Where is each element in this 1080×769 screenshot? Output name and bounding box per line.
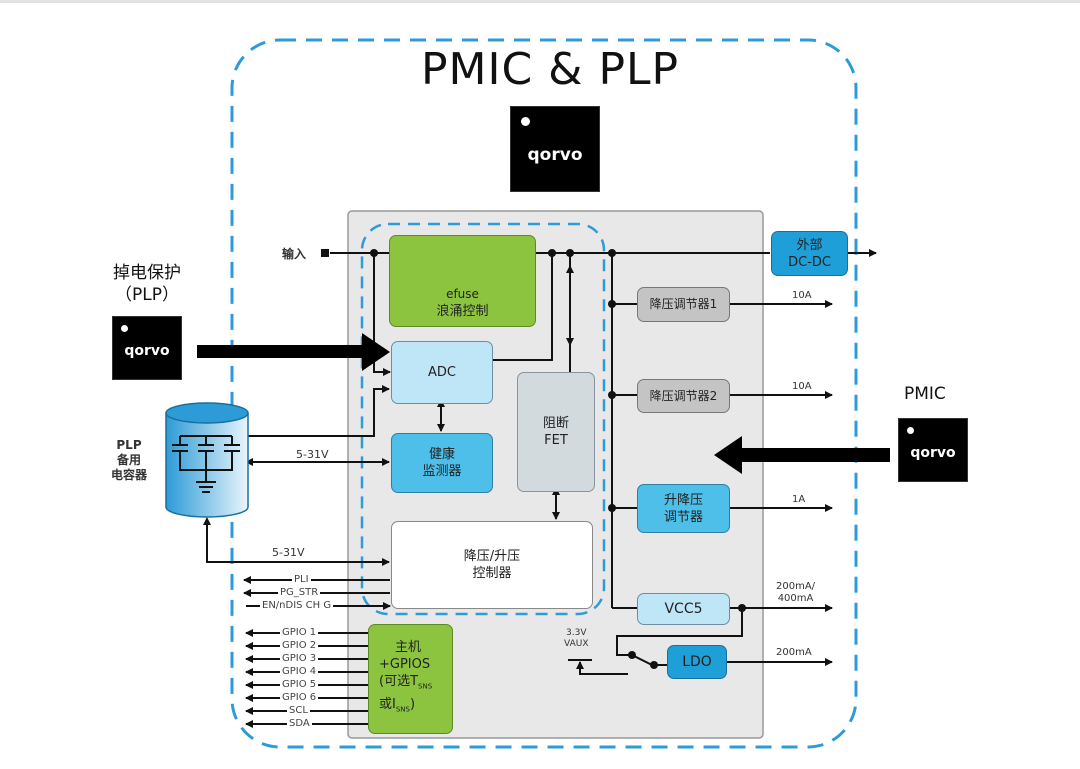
tsns-subscript: SNS [418, 683, 433, 691]
isns-subscript: SNS [395, 705, 410, 714]
ldo-label: LDO [682, 653, 712, 670]
backup-capacitor-icon [165, 402, 249, 518]
vcc5-label: VCC5 [664, 600, 703, 617]
junction-dot [566, 249, 574, 257]
efuse-block: efuse 浪涌控制 [389, 235, 536, 327]
health-line1: 健康 [428, 447, 455, 462]
current-label-vcc5: 200mA/ 400mA [776, 581, 815, 605]
adc-block: ADC [391, 341, 493, 404]
health-line2: 监测器 [422, 464, 462, 479]
qorvo-logo: qorvo [527, 145, 583, 165]
pin1-dot [521, 117, 530, 126]
buck-boost-controller-block: 降压/升压 控制器 [391, 521, 593, 609]
plp-heading-line1: 掉电保护 [113, 263, 181, 283]
ext-dcdc-line2: DC-DC [788, 254, 831, 270]
vcc5-current-line1: 200mA/ [776, 581, 816, 592]
pin1-dot [121, 325, 128, 332]
junction-dot [738, 604, 746, 612]
pin1-dot [907, 427, 914, 434]
signal-gpio2: GPIO 2 [280, 640, 319, 651]
current-label-buckboost: 1A [792, 494, 806, 505]
adc-label: ADC [428, 365, 456, 380]
ctrl-line1: 降压/升压 [463, 549, 521, 564]
blocking-fet-block: 阻断 FET [517, 372, 595, 492]
cap-label-line3: 电容器 [110, 468, 147, 482]
pmic-label: PMIC [904, 384, 946, 404]
signal-gpio4: GPIO 4 [280, 666, 319, 677]
junction-dot [608, 249, 616, 257]
junction-dot [608, 391, 616, 399]
signal-gpio5: GPIO 5 [280, 679, 319, 690]
outer-dashed-boundary [230, 38, 858, 749]
host-line4-text: 或I [379, 697, 396, 712]
signal-sda: SDA [287, 718, 312, 729]
host-line4: 或ISNS) [379, 696, 415, 719]
signal-scl: SCL [287, 705, 310, 716]
current-label-ldo: 200mA [776, 647, 812, 658]
top-border [0, 0, 1080, 3]
junction-dot [548, 249, 556, 257]
current-label-buck1: 10A [792, 290, 812, 301]
vaux-line2: VAUX [564, 639, 589, 649]
signal-gpio3: GPIO 3 [280, 653, 319, 664]
efuse-label: efuse [446, 287, 479, 301]
ctrl-line2: 控制器 [472, 566, 512, 581]
plp-heading-line2: （PLP） [115, 285, 179, 305]
host-line3: (可选TSNS [379, 673, 432, 696]
buck2-label: 降压调节器2 [649, 388, 718, 403]
junction-dot [608, 300, 616, 308]
plp-big-arrow [197, 333, 390, 371]
bbreg-line2: 调节器 [663, 509, 703, 525]
fet-line2: FET [544, 433, 568, 448]
diagram-title: PMIC & PLP [420, 44, 680, 95]
switch-contact [628, 651, 636, 659]
buck-regulator-2-block: 降压调节器2 [637, 379, 730, 413]
vaux-line1: 3.3V [566, 628, 587, 638]
junction-dot [370, 249, 378, 257]
buck-boost-regulator-block: 升降压 调节器 [637, 484, 730, 533]
current-label-buck2: 10A [792, 381, 812, 392]
voltage-label-controller: 5-31V [272, 546, 305, 559]
voltage-label-health: 5-31V [296, 448, 329, 461]
signal-en-ndis: EN/nDIS CH G [260, 600, 334, 611]
surge-control-label: 浪涌控制 [436, 304, 489, 319]
ldo-block: LDO [667, 645, 727, 679]
pmic-big-arrow [714, 436, 890, 474]
plp-heading: 掉电保护 （PLP） [107, 262, 187, 306]
host-line1: 主机 [395, 640, 422, 656]
vaux-label: 3.3V VAUX [564, 628, 589, 650]
buck1-label: 降压调节器1 [649, 297, 718, 311]
qorvo-chip-pmic: qorvo [898, 418, 968, 482]
health-monitor-block: 健康 监测器 [391, 433, 493, 493]
qorvo-chip-plp: qorvo [112, 316, 182, 380]
qorvo-chip-main: qorvo [510, 106, 600, 192]
plp-capacitor-label: PLP 备用 电容器 [104, 438, 154, 483]
cap-label-line1: PLP [116, 438, 142, 452]
input-terminal [321, 249, 329, 257]
signal-pg-str: PG_STR [278, 587, 321, 598]
host-line3-text: (可选T [379, 674, 419, 690]
fet-line1: 阻断 [542, 416, 569, 431]
inner-dashed-boundary [360, 222, 606, 616]
cap-label-line2: 备用 [116, 453, 141, 467]
vcc5-current-line2: 400mA [777, 593, 814, 604]
external-dcdc-block: 外部 DC-DC [771, 231, 848, 276]
qorvo-logo: qorvo [910, 445, 956, 461]
host-gpio-block: 主机 +GPIOS (可选TSNS 或ISNS) [368, 624, 453, 734]
signal-gpio1: GPIO 1 [280, 627, 319, 638]
input-label: 输入 [282, 247, 307, 261]
host-line2: +GPIOS [379, 657, 431, 673]
bbreg-line1: 升降压 [663, 492, 703, 508]
junction-dot [608, 504, 616, 512]
buck-regulator-1-block: 降压调节器1 [637, 287, 730, 322]
signal-gpio6: GPIO 6 [280, 692, 319, 703]
host-line4-close: ) [409, 697, 416, 712]
vcc5-block: VCC5 [637, 593, 730, 625]
ext-dcdc-line1: 外部 [796, 237, 823, 253]
switch-contact [650, 661, 658, 669]
qorvo-logo: qorvo [124, 343, 170, 359]
signal-pli: PLI [292, 574, 311, 585]
